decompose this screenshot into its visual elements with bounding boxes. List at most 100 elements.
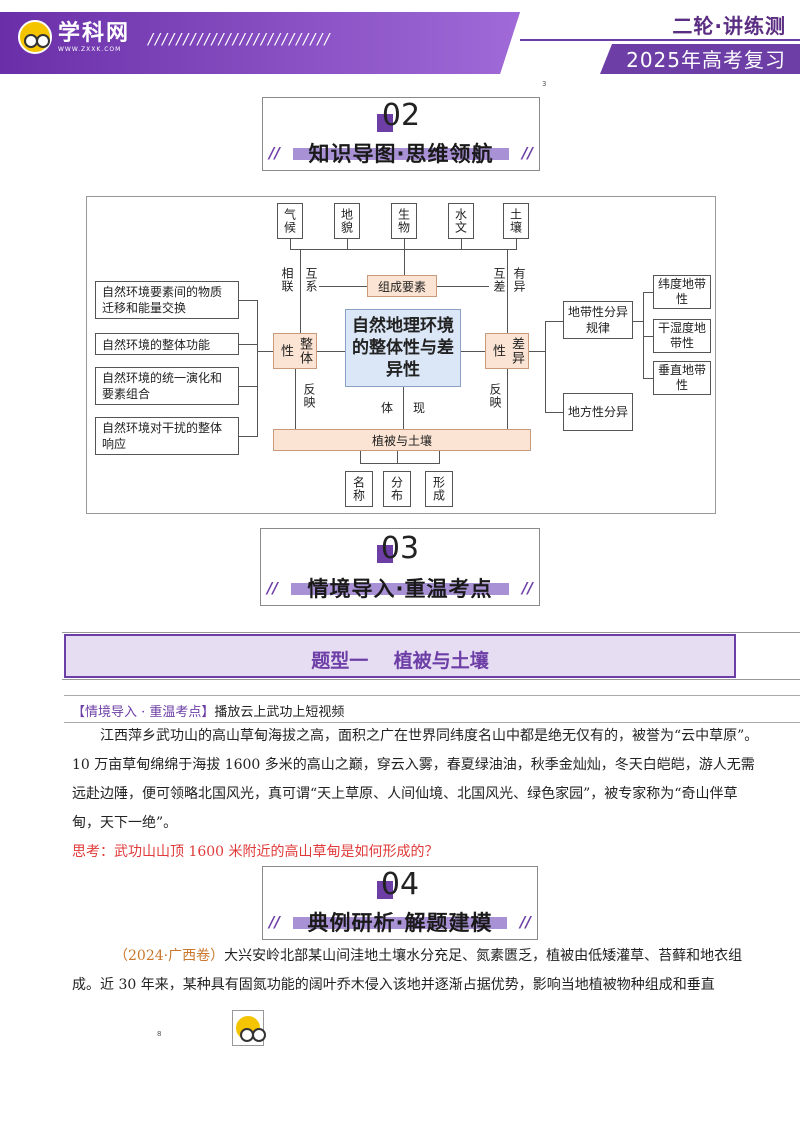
rel-label: 有异 xyxy=(512,267,526,293)
veg-soil-box: 植被与土壤 xyxy=(273,429,531,451)
section-title: 知识导图·思维领航 xyxy=(308,142,494,166)
connector xyxy=(633,321,643,322)
connector xyxy=(403,387,404,429)
zonal-item-latitude: 纬度地带性 xyxy=(653,275,711,309)
connector xyxy=(360,451,361,463)
whole-item-3: 自然环境的统一演化和要素组合 xyxy=(95,367,239,405)
example-paragraph: （2024·广西卷）大兴安岭北部某山间洼地土壤水分充足、氮素匮乏，植被由低矮灌草… xyxy=(72,942,762,1000)
factor-soil: 土壤 xyxy=(503,203,529,239)
page-header: 学科网 WWW.ZXXK.COM ///////////////////////… xyxy=(0,0,800,80)
example-source: （2024·广西卷） xyxy=(114,948,225,964)
zonal-box: 地带性分异规律 xyxy=(563,301,633,339)
connector xyxy=(437,286,489,287)
connector xyxy=(317,351,345,352)
connector xyxy=(397,451,398,463)
section-slashes: // xyxy=(269,144,280,162)
footer-logo[interactable] xyxy=(232,1010,266,1046)
connector xyxy=(461,351,485,352)
zonal-item-moisture: 干湿度地带性 xyxy=(653,319,711,353)
factor-landform: 地貌 xyxy=(334,203,360,239)
section-number: 02 xyxy=(381,98,421,133)
section-square xyxy=(377,881,393,899)
diff-box: 差异性 xyxy=(485,333,529,369)
header-decoration: ////////////////////////// xyxy=(148,30,332,48)
context-tag-line: 【情境导入 · 重温考点】播放云上武功上短视频 xyxy=(64,695,800,723)
footer-mark: 8 xyxy=(157,1030,162,1038)
section-slashes: // xyxy=(522,579,533,597)
section-slashes: // xyxy=(267,579,278,597)
section-number: 04 xyxy=(380,867,420,902)
whole-item-1: 自然环境要素间的物质迁移和能量交换 xyxy=(95,281,239,319)
rel-label: 互差 xyxy=(492,267,506,293)
section-underline xyxy=(293,148,509,160)
connector xyxy=(643,292,653,293)
center-concept: 自然地理环境的整体性与差异性 xyxy=(345,309,461,387)
knowledge-map: 气候 地貌 生物 水文 土壤 相联 互系 互差 有异 组成要素 自然地理环境的整… xyxy=(86,196,716,514)
section-square xyxy=(377,114,393,132)
bottom-formation: 形成 xyxy=(425,471,453,507)
section-square xyxy=(377,545,393,563)
example-text: 大兴安岭北部某山间洼地土壤水分充足、氮素匮乏，植被由低矮灌草、苔藓和地衣组成。近… xyxy=(72,948,743,993)
factor-climate: 气候 xyxy=(277,203,303,239)
mascot-icon xyxy=(18,20,52,54)
connector xyxy=(239,300,257,301)
bottom-distribution: 分布 xyxy=(383,471,411,507)
connector xyxy=(239,344,257,345)
think-question: 思考：武功山山顶 1600 米附近的高山草甸是如何形成的？ xyxy=(72,844,439,860)
banner-title: 题型一 植被与土壤 xyxy=(311,650,489,672)
reflect-right: 反映 xyxy=(488,383,502,409)
whole-item-2: 自然环境的整体功能 xyxy=(95,333,239,355)
section-underline xyxy=(293,917,507,929)
factor-biology: 生物 xyxy=(391,203,417,239)
rel-label: 互系 xyxy=(304,267,318,293)
connector xyxy=(439,451,440,463)
section-underline xyxy=(291,583,509,595)
connector xyxy=(545,412,563,413)
embody-2: 现 xyxy=(413,401,426,415)
header-series: 二轮·讲练测 xyxy=(672,14,786,38)
connector xyxy=(257,300,258,437)
connector xyxy=(507,369,508,429)
whole-item-4: 自然环境对干扰的整体响应 xyxy=(95,417,239,455)
connector xyxy=(404,239,405,275)
whole-box: 整体性 xyxy=(273,333,317,369)
section-slashes: // xyxy=(522,144,533,162)
section-03-box: 03 // // 情境导入·重温考点 xyxy=(260,528,540,606)
connector xyxy=(347,239,348,249)
connector xyxy=(295,369,296,429)
connector xyxy=(239,436,257,437)
context-paragraph: 江西萍乡武功山的高山草甸海拔之高，面积之广在世界同纬度名山中都是绝无仅有的，被誉… xyxy=(72,728,759,831)
header-year: 2025年高考复习 xyxy=(626,48,786,72)
section-title: 典例研析·解题建模 xyxy=(307,911,493,935)
bottom-name: 名称 xyxy=(345,471,373,507)
page-mark: 3 xyxy=(542,80,547,88)
local-box: 地方性分异 xyxy=(563,393,633,431)
reflect-left: 反映 xyxy=(302,383,316,409)
connector xyxy=(545,321,546,413)
section-title: 情境导入·重温考点 xyxy=(307,577,493,601)
connector xyxy=(239,386,257,387)
section-number: 03 xyxy=(380,531,420,566)
embody-1: 体 xyxy=(381,401,394,415)
connector xyxy=(461,239,462,249)
connector xyxy=(643,378,653,379)
question-type-banner: 题型一 植被与土壤 xyxy=(64,634,736,678)
section-02-box: 02 // // 知识导图·思维领航 xyxy=(262,97,540,171)
components-box: 组成要素 xyxy=(367,275,437,297)
connector xyxy=(360,463,440,464)
context-tag: 【情境导入 · 重温考点】 xyxy=(72,705,215,720)
site-logo[interactable]: 学科网 WWW.ZXXK.COM xyxy=(18,20,130,54)
header-band xyxy=(0,12,800,74)
connector xyxy=(257,351,273,352)
section-04-box: 04 // // 典例研析·解题建模 xyxy=(262,866,538,940)
zonal-item-vertical: 垂直地带性 xyxy=(653,361,711,395)
logo-url: WWW.ZXXK.COM xyxy=(58,45,122,53)
mascot-icon xyxy=(234,1014,266,1042)
connector xyxy=(290,239,291,249)
connector xyxy=(529,351,545,352)
connector xyxy=(300,249,301,333)
connector xyxy=(507,249,508,333)
section-slashes: // xyxy=(520,913,531,931)
connector xyxy=(643,336,653,337)
section-slashes: // xyxy=(269,913,280,931)
